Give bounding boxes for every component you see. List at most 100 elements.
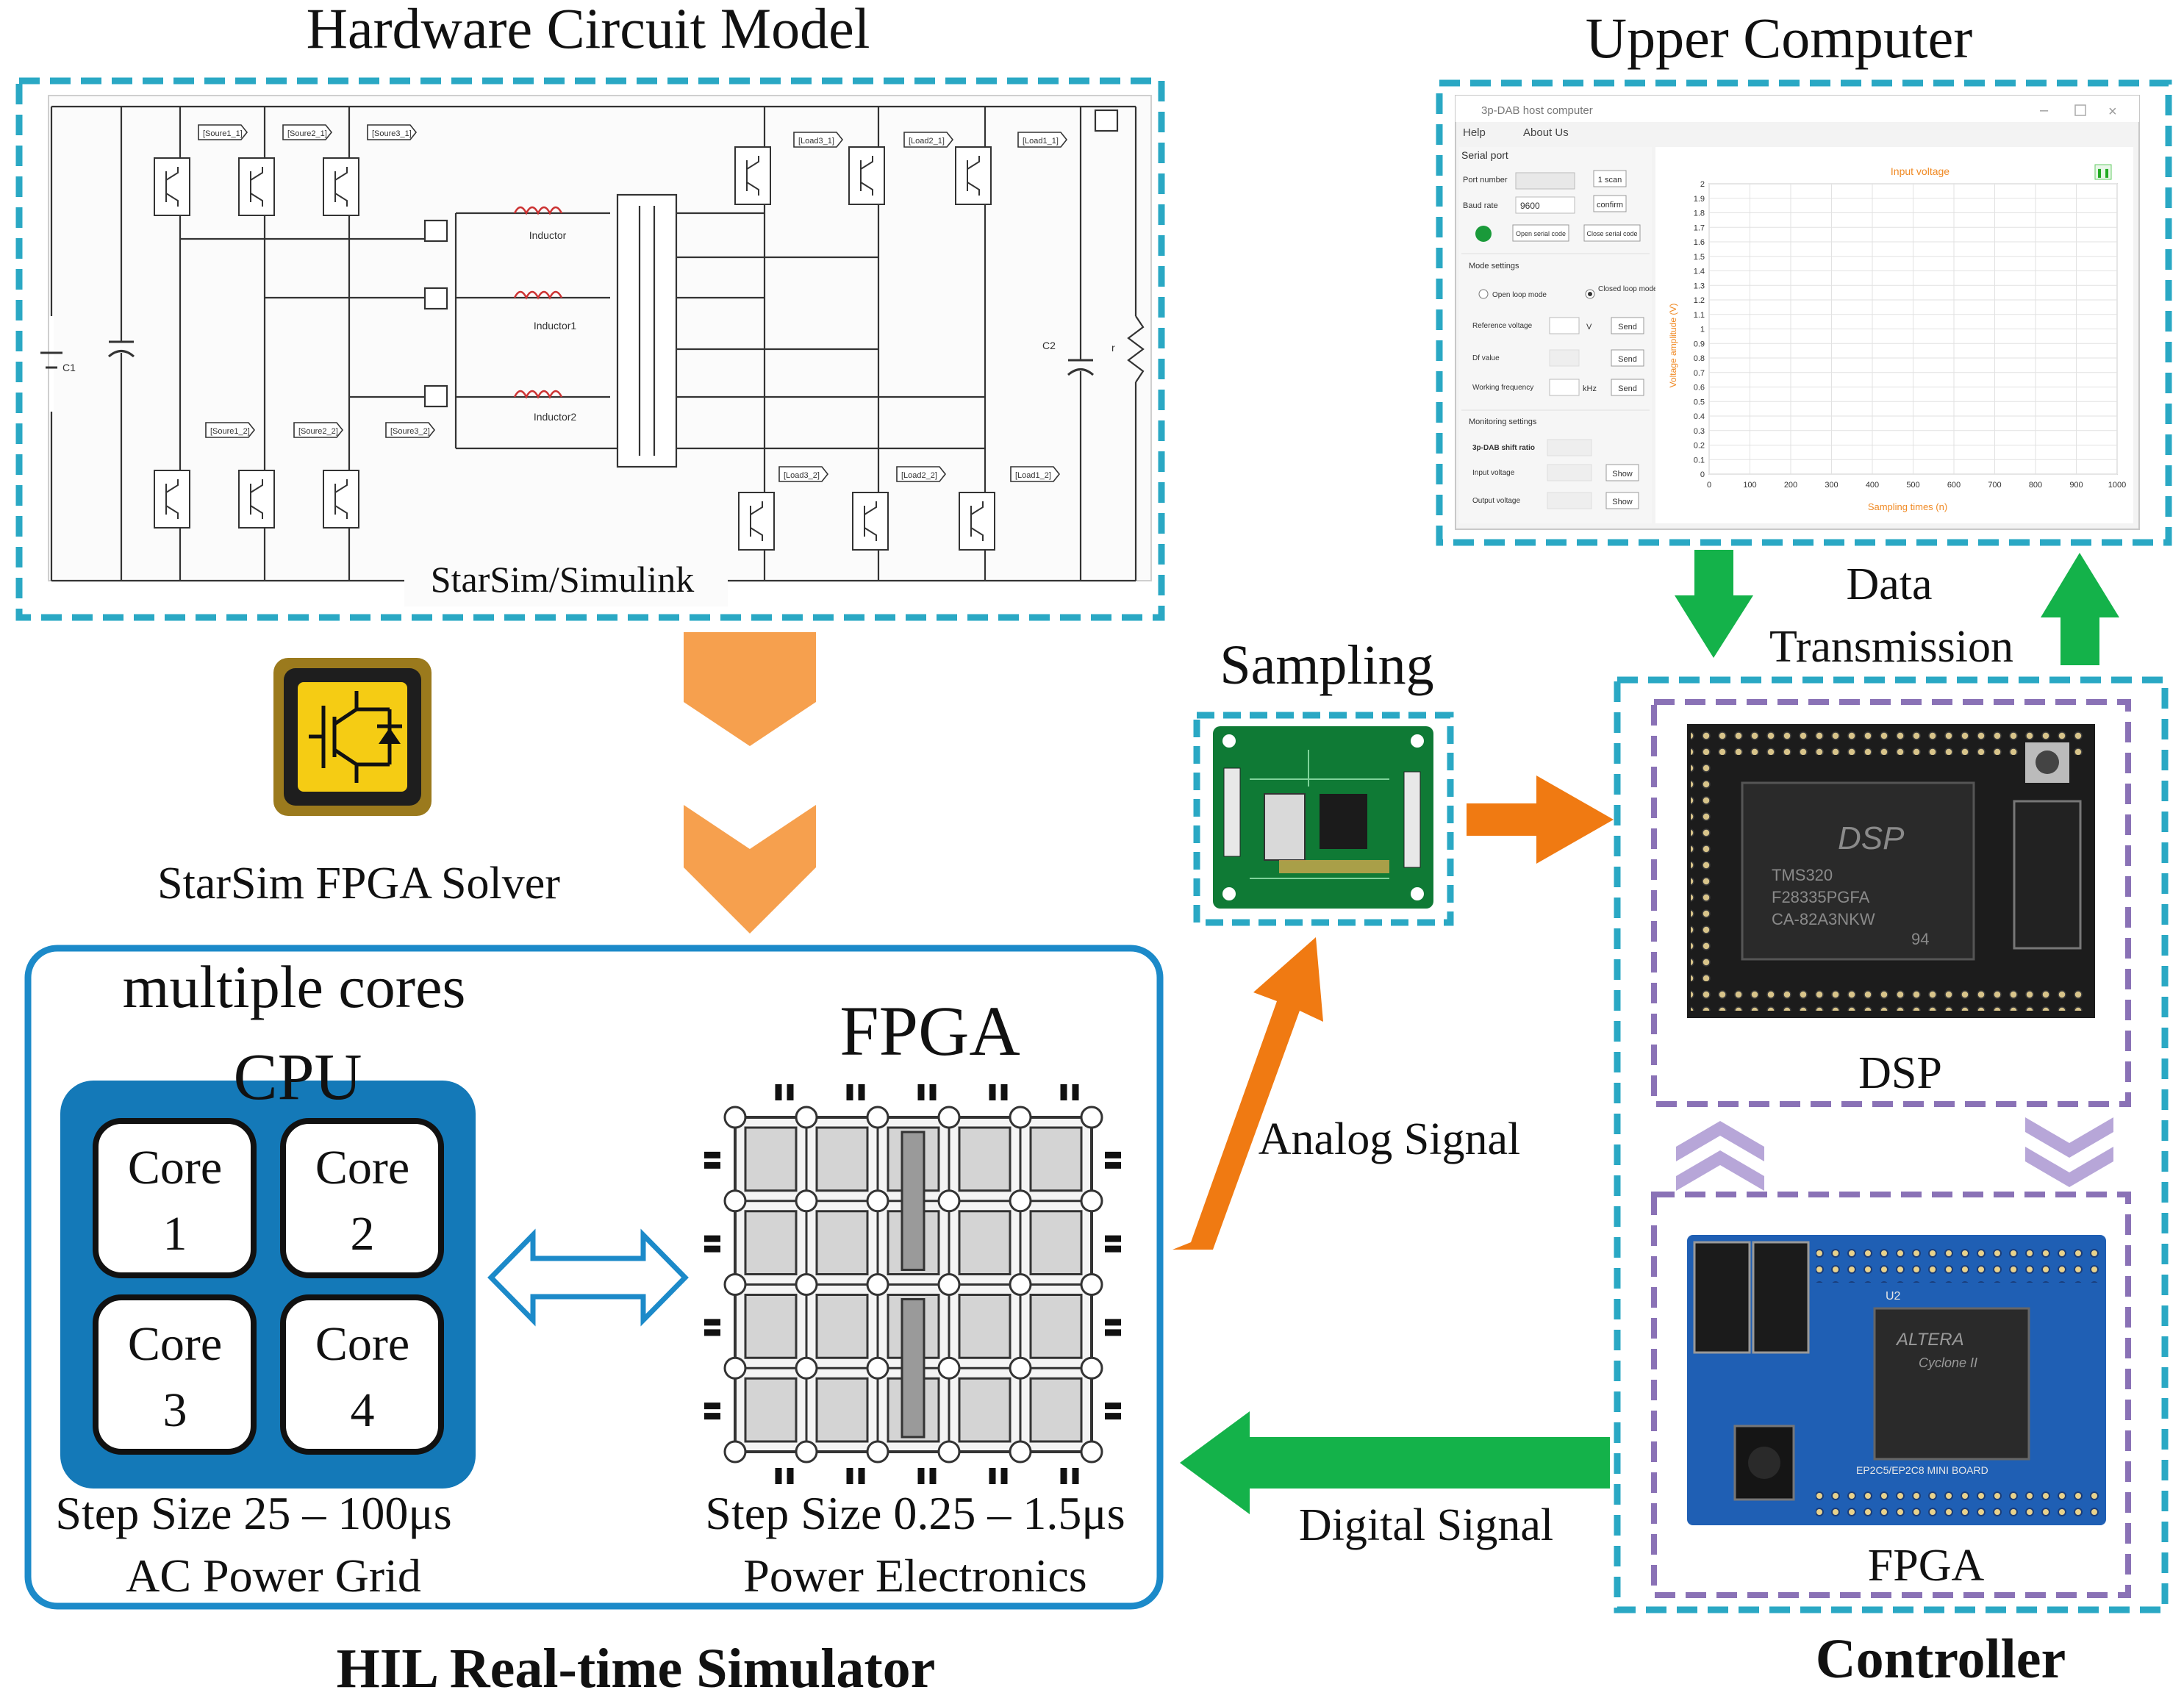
simulink-caption: StarSim/Simulink xyxy=(431,559,694,600)
menu-help[interactable]: Help xyxy=(1463,126,1486,139)
igbt-switch xyxy=(323,157,359,216)
svg-text:[Soure3_2]: [Soure3_2] xyxy=(390,427,430,436)
core-2: Core 2 xyxy=(280,1118,444,1278)
circuit-goto-tag: [Load1_1] xyxy=(1017,132,1068,148)
analog-signal-label: Analog Signal xyxy=(1259,1114,1520,1164)
close-icon[interactable]: × xyxy=(2108,104,2117,120)
df-value-label: Df value xyxy=(1472,354,1500,362)
upper-computer-title: Upper Computer xyxy=(1586,6,1972,70)
scan-button[interactable] xyxy=(1593,170,1627,187)
df-value-input[interactable] xyxy=(1549,349,1580,367)
circuit-goto-tag: [Soure3_2] xyxy=(385,422,436,438)
circuit-schematic xyxy=(40,105,1145,582)
working-frequency-input[interactable] xyxy=(1549,379,1580,396)
maximize-icon[interactable] xyxy=(2074,104,2086,116)
send-frequency-button[interactable] xyxy=(1611,379,1644,396)
cpu-fpga-exchange-arrow xyxy=(487,1228,689,1327)
igbt-switch xyxy=(238,157,275,216)
open-serial-label: Open serial code xyxy=(1516,230,1566,237)
inductor2-label: Inductor2 xyxy=(534,411,577,423)
show-output-button[interactable] xyxy=(1605,492,1639,509)
scan-button-label: 1 scan xyxy=(1598,176,1622,185)
fpga-board-silkscreen: EP2C5/EP2C8 MINI BOARD xyxy=(1856,1464,1988,1476)
y-tick-label: 1.2 xyxy=(1694,296,1705,305)
dsp-board: DSP TMS320 F28335PGFA CA-82A3NKW 94 xyxy=(1687,724,2095,1018)
fpga-u2-silkscreen: U2 xyxy=(1886,1290,1901,1303)
input-voltage-display xyxy=(1547,464,1592,481)
menu-about[interactable]: About Us xyxy=(1523,126,1569,139)
send-reference-button[interactable] xyxy=(1611,317,1644,334)
send-df-label: Send xyxy=(1618,355,1637,364)
x-tick-label: 1000 xyxy=(2108,481,2126,490)
close-serial-label: Close serial code xyxy=(1586,230,1637,237)
pause-icon: ❚❚ xyxy=(2096,168,2110,178)
svg-text:[Soure1_2]: [Soure1_2] xyxy=(210,427,250,436)
y-tick-label: 0.9 xyxy=(1694,340,1705,348)
monitoring-settings-heading: Monitoring settings xyxy=(1469,418,1537,426)
baud-rate-select[interactable] xyxy=(1515,196,1575,214)
send-df-button[interactable] xyxy=(1611,349,1644,367)
chart-y-label: Voltage amplitude (V) xyxy=(1668,304,1678,388)
y-tick-label: 1.8 xyxy=(1694,209,1705,218)
y-tick-label: 0.8 xyxy=(1694,354,1705,363)
x-tick-label: 500 xyxy=(1906,481,1919,490)
send-reference-label: Send xyxy=(1618,323,1637,332)
y-tick-label: 0.1 xyxy=(1694,456,1705,465)
model-download-chevrons xyxy=(684,632,816,934)
dsp-frame xyxy=(1651,699,2131,1107)
x-tick-label: 900 xyxy=(2069,481,2083,490)
close-serial-button[interactable] xyxy=(1583,224,1641,242)
upper-computer-frame xyxy=(1436,79,2172,546)
y-tick-label: 1.9 xyxy=(1694,195,1705,204)
core-3-number: 3 xyxy=(163,1383,187,1437)
y-tick-label: 1.7 xyxy=(1694,223,1705,232)
circuit-goto-tag: [Soure1_2] xyxy=(205,422,256,438)
pause-button[interactable] xyxy=(2094,164,2112,180)
mode-settings-heading: Mode settings xyxy=(1469,262,1519,271)
hardware-model-title: Hardware Circuit Model xyxy=(307,0,870,60)
shift-ratio-label: 3p-DAB shift ratio xyxy=(1472,444,1535,452)
y-tick-label: 1.6 xyxy=(1694,238,1705,247)
dsp-chip-logo: DSP xyxy=(1838,820,1905,856)
core-4: Core 4 xyxy=(280,1294,444,1455)
open-serial-button[interactable] xyxy=(1512,224,1569,242)
x-tick-label: 800 xyxy=(2029,481,2042,490)
show-input-button[interactable] xyxy=(1605,464,1639,481)
core-1-word: Core xyxy=(128,1141,222,1194)
hil-simulator-frame xyxy=(24,945,1164,1610)
open-loop-radio[interactable] xyxy=(1478,289,1489,299)
connection-status-indicator xyxy=(1475,226,1492,242)
shift-ratio-display xyxy=(1547,439,1592,456)
digital-signal-arrow xyxy=(1180,1411,1610,1514)
starsim-solver-icon xyxy=(273,658,432,816)
core-2-word: Core xyxy=(315,1141,409,1194)
data-up-arrow xyxy=(2041,553,2119,665)
fpga-board-label: FPGA xyxy=(1868,1541,1985,1591)
dsp-chip-lot: CA-82A3NKW xyxy=(1772,910,1875,928)
igbt-switch xyxy=(955,146,992,205)
dsp-fpga-link-chevrons xyxy=(1676,1117,2113,1191)
y-tick-label: 0.4 xyxy=(1694,412,1705,421)
circuit-goto-tag: [Soure2_2] xyxy=(293,422,344,438)
show-output-label: Show xyxy=(1612,498,1633,506)
circuit-goto-tag: [Load3_2] xyxy=(778,466,829,482)
cpu-label: CPU xyxy=(233,1041,362,1114)
port-number-label: Port number xyxy=(1463,176,1508,185)
core-3: Core 3 xyxy=(93,1294,257,1455)
window-title: 3p-DAB host computer xyxy=(1481,104,1593,117)
controller-title: Controller xyxy=(1816,1628,2066,1690)
igbt-switch xyxy=(154,157,190,216)
svg-text:[Load1_1]: [Load1_1] xyxy=(1023,137,1059,146)
circuit-tags: [Soure1_1][Soure2_1][Soure3_1][Soure1_2]… xyxy=(198,124,1068,482)
reference-voltage-label: Reference voltage xyxy=(1472,322,1533,330)
closed-loop-label: Closed loop mode xyxy=(1598,285,1658,293)
minimize-icon[interactable]: – xyxy=(2040,102,2049,118)
chart-title: Input voltage xyxy=(1891,165,1950,177)
y-tick-label: 0.7 xyxy=(1694,369,1705,378)
y-tick-label: 1.1 xyxy=(1694,311,1705,320)
chart-x-label: Sampling times (n) xyxy=(1868,501,1947,512)
confirm-button[interactable] xyxy=(1593,195,1627,212)
port-number-select[interactable] xyxy=(1515,172,1575,190)
reference-voltage-input[interactable] xyxy=(1549,317,1580,334)
